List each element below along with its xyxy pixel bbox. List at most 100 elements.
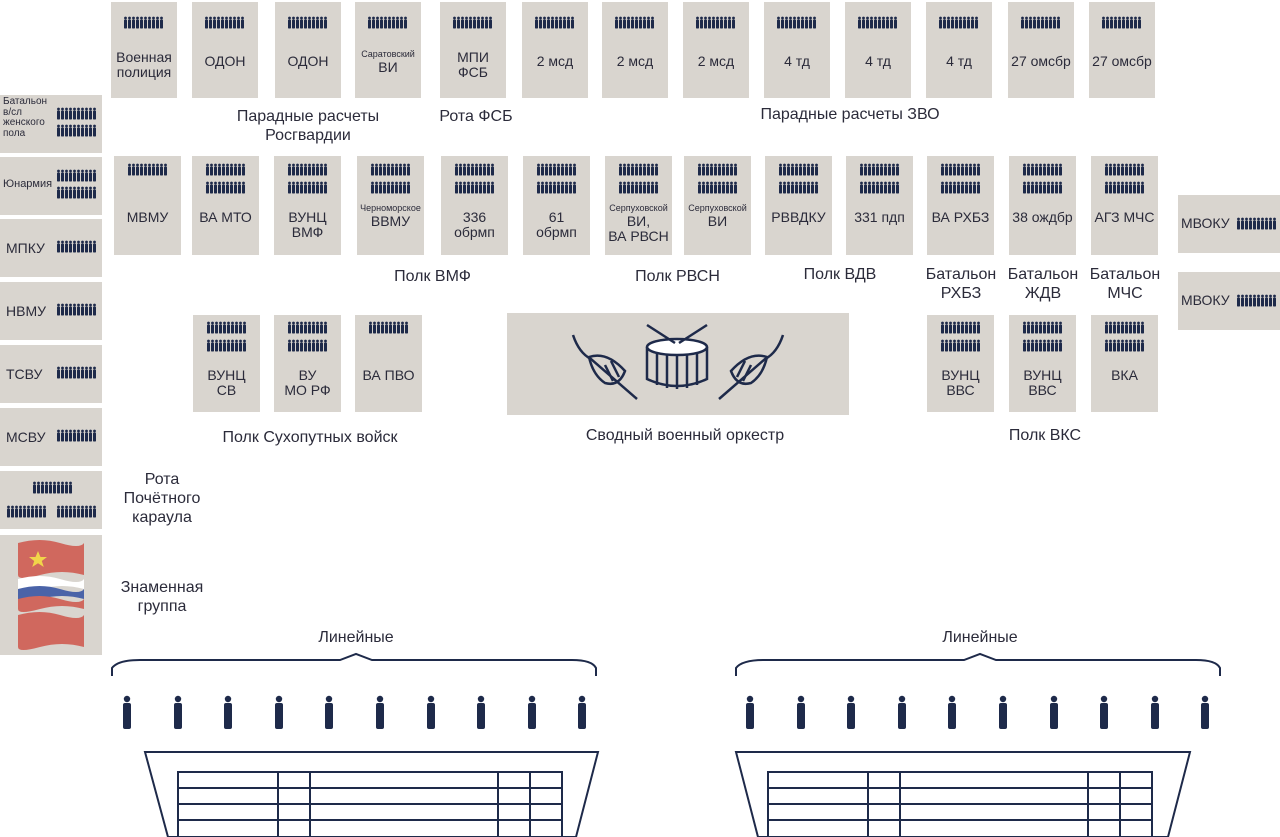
middle-row-unit: МВМУ xyxy=(114,156,181,255)
soldier-row-icon xyxy=(939,16,978,29)
soldier-row-icon xyxy=(368,321,408,334)
unit-label-line: полиция xyxy=(116,63,172,80)
soldier-row-icon xyxy=(697,163,737,176)
caption-line: Батальон xyxy=(925,266,997,283)
unit-label: 2 мсд xyxy=(522,54,588,69)
soldier-row-icon xyxy=(536,163,576,176)
soldier-row xyxy=(441,181,508,194)
soldier-row xyxy=(193,321,260,334)
line-soldier-icon xyxy=(898,695,906,729)
soldier-row xyxy=(1008,16,1074,29)
soldier-row xyxy=(764,16,830,29)
flags-icon xyxy=(18,540,84,650)
caption-zhdv: Батальон ЖДВ xyxy=(1000,265,1086,303)
caption-vks: Полк ВКС xyxy=(1008,427,1082,444)
unit-label-line: 4 тд xyxy=(946,53,972,69)
soldier-row-icon xyxy=(535,16,574,29)
lower-left-unit: ВА ПВО xyxy=(355,315,422,412)
soldier-row xyxy=(1091,181,1158,194)
left-column-unit: МСВУ xyxy=(0,408,102,466)
unit-label-line: ВА МТО xyxy=(199,209,252,225)
soldier-row xyxy=(192,181,259,194)
caption-zvo: Парадные расчеты ЗВО xyxy=(760,106,940,123)
soldier-row-icon xyxy=(697,181,737,194)
caption-orchestra: Сводный военный оркестр xyxy=(585,427,785,444)
unit-label: ВКА xyxy=(1091,368,1158,383)
caption-line: Батальон xyxy=(1007,266,1079,283)
soldier-row-icon xyxy=(1237,294,1276,307)
star-icon xyxy=(29,551,47,567)
soldier-row-icon xyxy=(33,481,72,494)
left-column-unit: МПКУ xyxy=(0,219,102,277)
soldier-row xyxy=(56,240,98,253)
soldier-row xyxy=(684,181,751,194)
unit-label-line: МВМУ xyxy=(126,209,169,225)
soldier-row-icon xyxy=(57,505,96,518)
soldier-row xyxy=(927,321,994,334)
soldier-row xyxy=(765,163,832,176)
unit-label: ВА МТО xyxy=(192,210,259,225)
unit-label-line: ТСВУ xyxy=(6,366,43,382)
soldier-row xyxy=(56,124,98,137)
soldier-row-icon xyxy=(696,16,735,29)
unit-label: АГЗ МЧС xyxy=(1091,210,1158,225)
unit-label-line: в/сл xyxy=(3,106,22,118)
soldier-row xyxy=(1091,321,1158,334)
soldier-row-icon xyxy=(777,16,816,29)
soldier-row-icon xyxy=(57,366,96,379)
soldier-row-icon xyxy=(368,16,407,29)
soldier-row xyxy=(193,339,260,352)
unit-label-line: РВВДКУ xyxy=(771,209,826,225)
top-row-unit: 2 мсд xyxy=(522,2,588,98)
line-soldier-icon xyxy=(578,695,586,729)
soldier-row-icon xyxy=(7,505,46,518)
caption-line: Парадные расчеты xyxy=(236,108,380,125)
unit-label-line: обрмп xyxy=(454,223,495,240)
unit-label: НВМУ xyxy=(6,304,46,319)
caption-line: караула xyxy=(132,509,192,527)
line-soldier-icon xyxy=(1151,695,1159,729)
soldier-row xyxy=(274,339,341,352)
middle-row-unit: 331 пдп xyxy=(846,156,913,255)
soldier-row xyxy=(114,163,181,176)
soldier-row-icon xyxy=(57,107,96,120)
left-column-unit: Юнармия xyxy=(0,157,102,215)
honor-guard-box xyxy=(0,471,102,529)
soldier-row-icon xyxy=(57,169,96,182)
top-row-unit: 27 омсбр xyxy=(1008,2,1074,98)
line-soldier-icon xyxy=(174,695,182,729)
soldier-row xyxy=(56,107,98,120)
unit-label: МПКУ xyxy=(6,241,45,256)
soldier-row-icon xyxy=(1237,217,1276,230)
unit-label: 4 тд xyxy=(764,54,830,69)
line-soldier-icon xyxy=(797,695,805,729)
soldier-row-icon xyxy=(57,124,96,137)
soldier-row-icon xyxy=(778,163,818,176)
middle-row-unit: АГЗ МЧС xyxy=(1091,156,1158,255)
unit-label-line: ВИ xyxy=(707,213,728,230)
soldier-row-icon xyxy=(206,321,246,334)
soldier-row xyxy=(602,16,668,29)
soldier-row-icon xyxy=(536,181,576,194)
line-soldier-icon xyxy=(528,695,536,729)
line-soldier-icon xyxy=(948,695,956,729)
soldier-row xyxy=(765,181,832,194)
unit-label: ВА РХБЗ xyxy=(927,210,994,225)
